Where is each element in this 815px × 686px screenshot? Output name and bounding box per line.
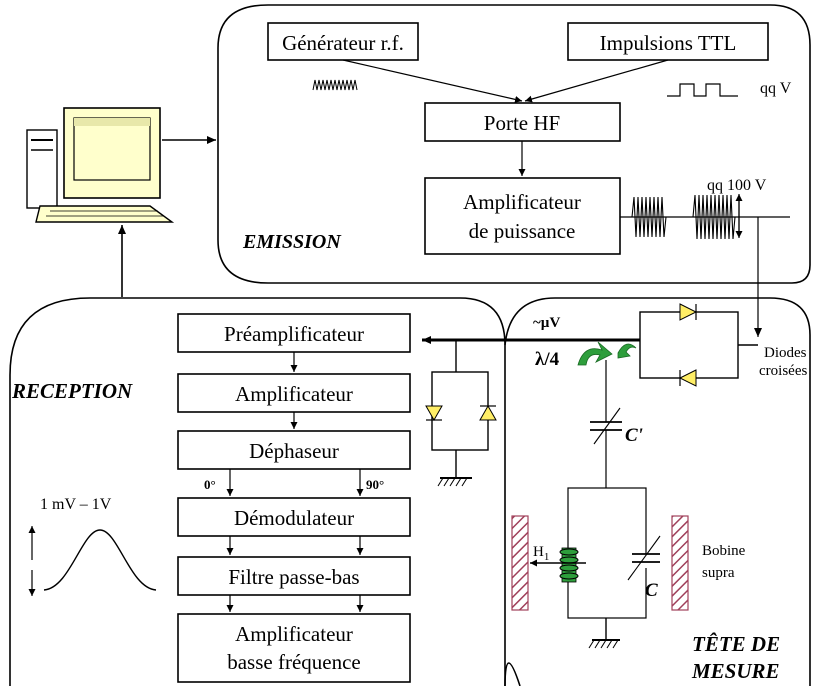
gaussian-signal-icon (43, 529, 157, 591)
power-amp-box[interactable] (424, 177, 621, 255)
field-h1-label: H1 (533, 544, 549, 563)
signal-level-label: ~µV (533, 315, 560, 331)
probe-title-2: MESURE (691, 659, 780, 683)
phase-90-label: 90° (366, 477, 384, 492)
ttl-pulses-box[interactable] (567, 22, 769, 61)
ttl-to-gate-arrow (524, 59, 669, 103)
ttl-pulse-icon (667, 83, 738, 97)
sample-coil-icon (559, 547, 579, 583)
rf-gate-box[interactable] (424, 102, 621, 142)
demodulator-label: Démodulateur (234, 506, 354, 530)
lf-amp-box[interactable] (177, 613, 411, 683)
probe-ground-icon (588, 618, 620, 649)
power-amp-label-1: Amplificateur (463, 190, 581, 214)
green-arrow-left-icon (577, 341, 613, 366)
rf-to-gate-arrow (342, 59, 523, 103)
ttl-pulses-label: Impulsions TTL (600, 31, 737, 55)
preamp-box[interactable] (177, 313, 411, 353)
receiver-protection-diodes (425, 340, 497, 487)
phase-shifter-label: Déphaseur (249, 439, 339, 463)
low-pass-filter-label: Filtre passe-bas (228, 565, 359, 589)
power-amp-label-2: de puissance (469, 219, 576, 243)
probe-panel (504, 297, 811, 686)
lambda-label: λ/4 (535, 349, 560, 370)
green-arrow-right-icon (617, 343, 637, 359)
cap-match-label: C (645, 580, 658, 601)
coil-label-2: supra (702, 565, 735, 581)
preamp-label: Préamplificateur (224, 322, 364, 346)
reception-title: RECEPTION (11, 379, 133, 403)
coil-label-1: Bobine (702, 543, 746, 559)
pulse-level-label: qq V (760, 80, 792, 97)
rf-generator-label: Générateur r.f. (282, 31, 404, 55)
rf-burst-1 (631, 196, 667, 238)
lf-amp-label-1: Amplificateur (235, 622, 353, 646)
emission-panel (217, 4, 811, 284)
demodulator-box[interactable] (177, 497, 411, 537)
computer-icon[interactable] (26, 107, 175, 223)
probe-title-1: TÊTE DE (692, 632, 780, 656)
rf-burst-2 (692, 194, 736, 240)
rf-generator-box[interactable] (267, 22, 419, 61)
phase-0-label: 0° (204, 477, 216, 492)
amp-label: Amplificateur (235, 382, 353, 406)
matching-capacitor (627, 535, 661, 581)
output-level-label: qq 100 V (707, 177, 767, 194)
tank-circuit (567, 487, 647, 619)
coil-right-hatch (671, 515, 689, 611)
coil-left-hatch (511, 515, 529, 611)
phase-shifter-box[interactable] (177, 430, 411, 470)
diodes-label-2: croisées (759, 363, 807, 379)
cap-tune-label: C' (625, 425, 643, 446)
crossed-diodes (639, 303, 758, 387)
diodes-label-1: Diodes (764, 345, 807, 361)
rf-gate-label: Porte HF (484, 111, 560, 135)
low-pass-filter-box[interactable] (177, 556, 411, 596)
emission-title: EMISSION (242, 231, 342, 253)
signal-range-label: 1 mV – 1V (40, 496, 112, 513)
amp-box[interactable] (177, 373, 411, 413)
rf-wave-icon (312, 79, 358, 91)
lf-amp-label-2: basse fréquence (227, 650, 361, 674)
